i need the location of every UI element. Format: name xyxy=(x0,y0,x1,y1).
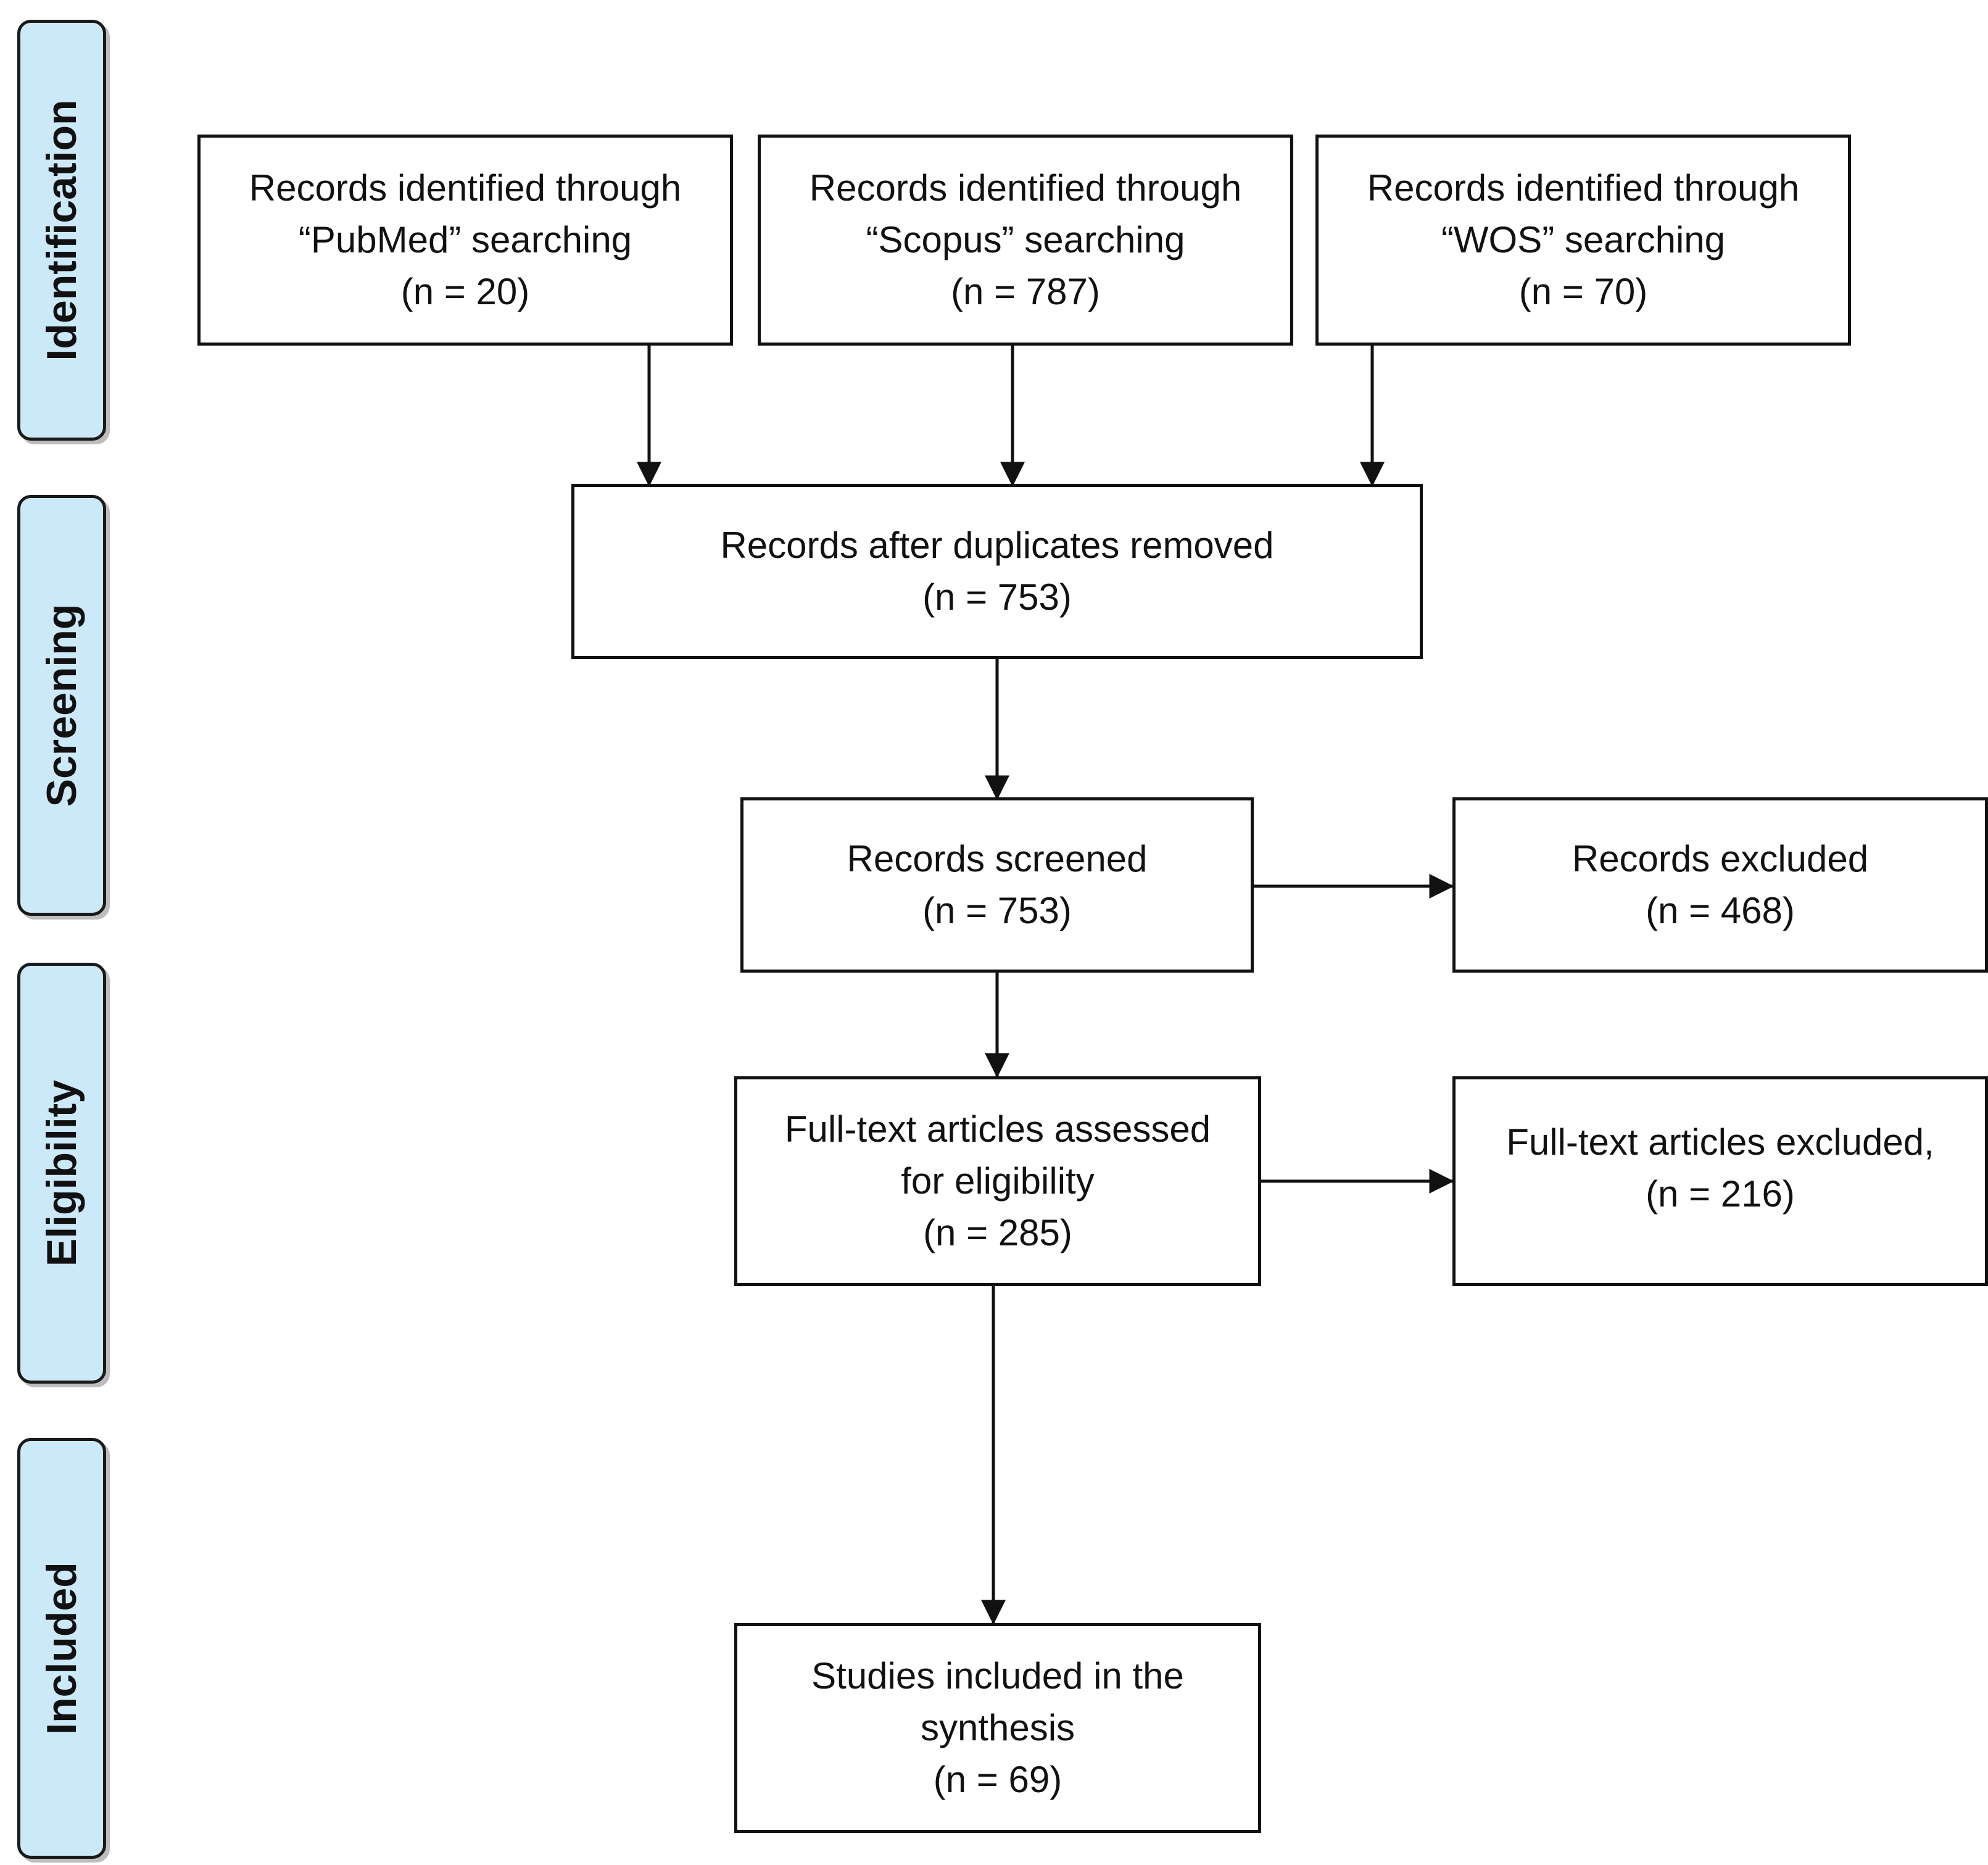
phase-included: Included xyxy=(17,1438,106,1859)
box-duplicates-line1: Records after duplicates removed xyxy=(720,525,1274,566)
box-duplicates-removed: Records after duplicates removed (n = 75… xyxy=(571,484,1423,659)
box-fulltext-assessed: Full-text articles assessed for eligibil… xyxy=(734,1076,1261,1286)
phase-identification: Identification xyxy=(17,20,106,441)
box-excluded-count: (n = 468) xyxy=(1646,890,1795,931)
box-included-line2: synthesis xyxy=(920,1707,1075,1748)
box-fulltext-excluded-line1: Full-text articles excluded, xyxy=(1506,1121,1934,1163)
box-wos-line1: Records identified through xyxy=(1367,167,1800,209)
box-wos-records: Records identified through “WOS” searchi… xyxy=(1315,135,1851,346)
box-fulltext-assessed-count: (n = 285) xyxy=(923,1212,1072,1253)
box-fulltext-excluded-count: (n = 216) xyxy=(1646,1173,1795,1215)
phase-screening: Screening xyxy=(17,495,106,916)
box-wos-count: (n = 70) xyxy=(1518,271,1648,312)
box-records-excluded: Records excluded (n = 468) xyxy=(1452,797,1988,973)
box-pubmed-records: Records identified through “PubMed” sear… xyxy=(197,135,733,346)
box-duplicates-count: (n = 753) xyxy=(922,576,1072,618)
box-studies-included: Studies included in the synthesis (n = 6… xyxy=(734,1623,1261,1833)
box-pubmed-count: (n = 20) xyxy=(400,271,530,312)
box-wos-line2: “WOS” searching xyxy=(1441,219,1726,260)
box-fulltext-excluded: Full-text articles excluded, (n = 216) xyxy=(1452,1076,1988,1286)
box-pubmed-line2: “PubMed” searching xyxy=(298,219,632,260)
box-scopus-records: Records identified through “Scopus” sear… xyxy=(758,135,1293,346)
box-included-count: (n = 69) xyxy=(933,1759,1062,1800)
box-included-line1: Studies included in the xyxy=(811,1655,1184,1697)
box-excluded-line1: Records excluded xyxy=(1572,838,1869,879)
box-records-screened: Records screened (n = 753) xyxy=(740,797,1254,973)
box-fulltext-assessed-line2: for eligibility xyxy=(901,1160,1095,1202)
box-pubmed-line1: Records identified through xyxy=(249,167,682,209)
box-scopus-line1: Records identified through xyxy=(809,167,1242,209)
phase-eligibility: Eligibility xyxy=(17,963,106,1384)
box-scopus-line2: “Scopus” searching xyxy=(866,219,1185,260)
box-screened-count: (n = 753) xyxy=(922,890,1072,931)
box-fulltext-assessed-line1: Full-text articles assessed xyxy=(784,1108,1211,1150)
box-scopus-count: (n = 787) xyxy=(951,271,1100,312)
box-screened-line1: Records screened xyxy=(847,838,1148,879)
